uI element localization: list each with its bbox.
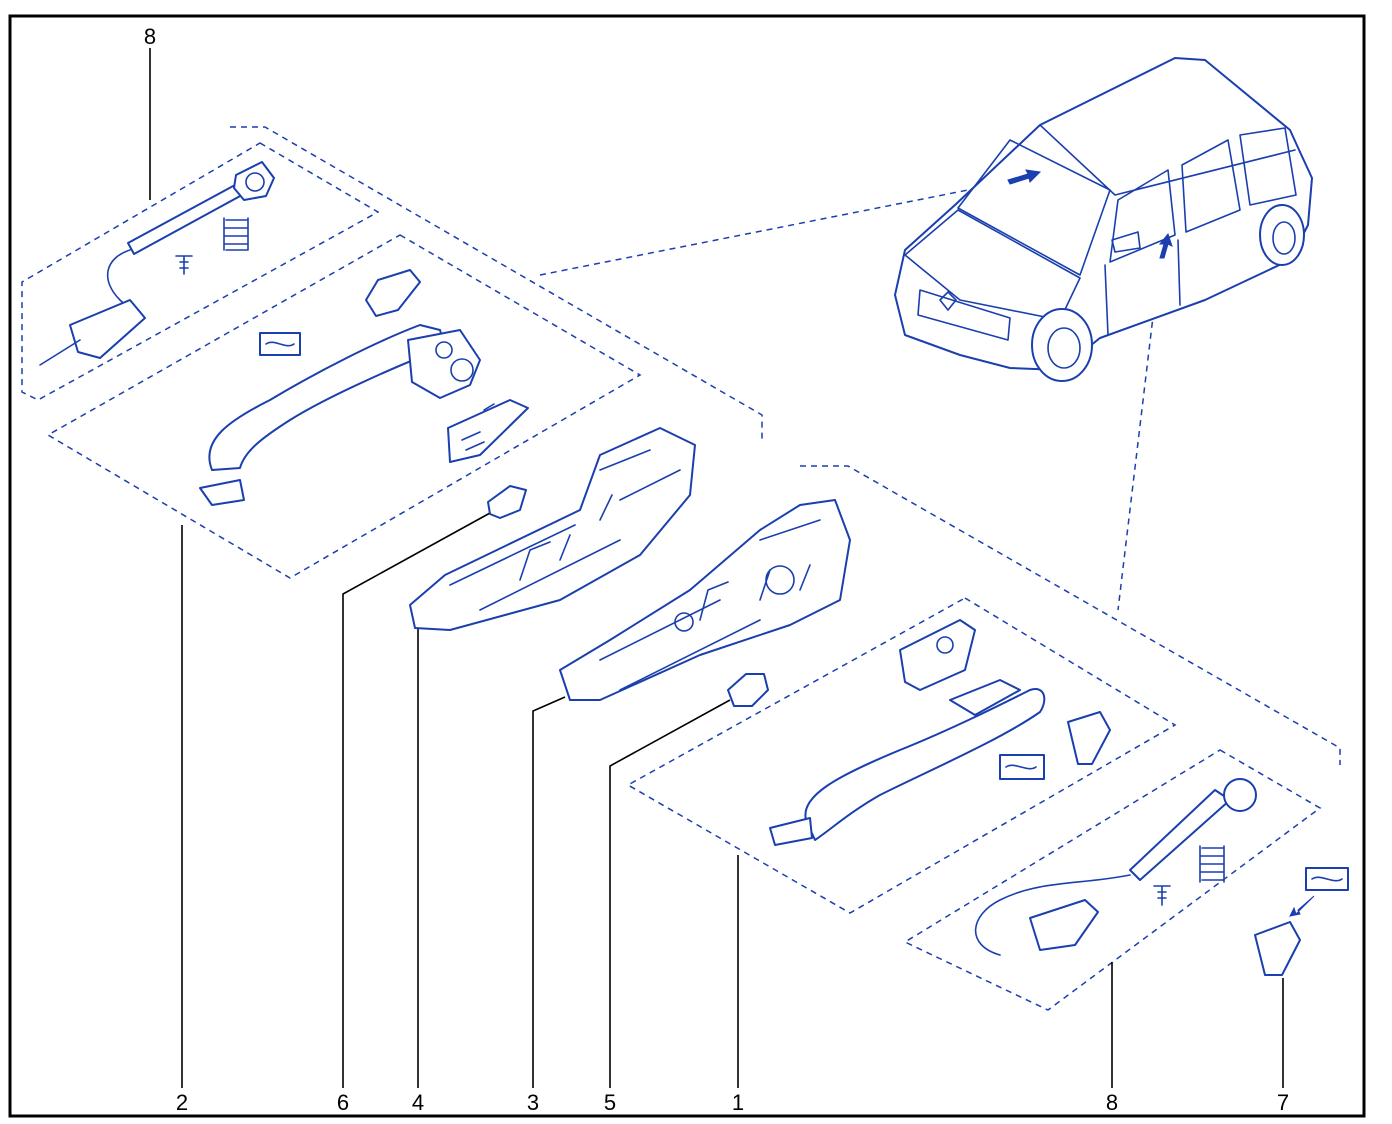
car-emblem <box>939 291 957 311</box>
frame-left-outline <box>409 427 696 631</box>
part-4-frame-left <box>409 427 696 631</box>
spring-left <box>223 217 249 251</box>
part-2-handle-kit-left <box>199 269 529 506</box>
leader-6 <box>342 512 491 1088</box>
car-rear-wheel <box>1259 204 1305 266</box>
handle-right-tab <box>769 817 813 846</box>
callout-8-bottom: 8 <box>1106 1090 1118 1115</box>
callout-2: 2 <box>176 1090 188 1115</box>
car-front-wheel-hub <box>1047 327 1081 369</box>
cap-7-arrow <box>1289 895 1315 917</box>
part-5-seal <box>727 673 769 707</box>
cap-7-body <box>1254 921 1301 976</box>
end-cap-left <box>365 269 421 317</box>
cable-lock-cylinder-right <box>1223 778 1257 812</box>
part-1-handle-kit-right <box>769 619 1111 846</box>
part-6-gasket <box>487 485 527 519</box>
cable-wire-end-left <box>39 339 81 366</box>
car-windscreen <box>957 139 1111 276</box>
frame-left-details <box>449 449 681 611</box>
label-tag-left-mark <box>265 341 295 347</box>
part-8-cable-kit-left <box>39 161 275 366</box>
part-7-cap <box>1254 867 1349 976</box>
handle-right-mount <box>949 679 1021 716</box>
handle-left-mech-wheel-b <box>435 341 453 359</box>
car-mirror <box>1111 231 1141 253</box>
outline-right-assembly <box>800 465 1341 765</box>
cable-connector-right <box>1029 899 1099 951</box>
outline-left-handle-kit <box>46 234 642 579</box>
spring-right <box>1199 845 1225 883</box>
car-body <box>894 57 1313 371</box>
callout-5: 5 <box>604 1090 616 1115</box>
callout-7: 7 <box>1277 1090 1289 1115</box>
callout-labels: 8 2 6 4 3 5 1 8 7 <box>144 24 1289 1115</box>
callout-3: 3 <box>527 1090 539 1115</box>
car-rear-window <box>1239 127 1297 206</box>
outline-left-assembly <box>230 126 763 440</box>
car-door-line <box>1104 239 1181 336</box>
frame-right-hole <box>674 612 694 632</box>
part-8-cable-kit-right <box>974 778 1257 956</box>
outline-car-link-left <box>539 189 969 276</box>
diagram-frame <box>8 14 1366 1118</box>
screw-left <box>175 255 193 275</box>
bracket-right-hole <box>936 636 954 654</box>
end-cap-right <box>1067 711 1111 765</box>
car-rear-wheel-hub <box>1272 221 1296 255</box>
outline-right-cable-kit <box>903 749 1322 1011</box>
callout-6: 6 <box>337 1090 349 1115</box>
cable-lock-cylinder-left <box>233 161 275 201</box>
outline-car-link-right <box>1117 299 1156 611</box>
frame-right-hole-b <box>765 565 795 595</box>
callout-1: 1 <box>732 1090 744 1115</box>
frame-right-details <box>599 519 821 691</box>
car-handle-marker-arrow-side <box>1158 232 1173 259</box>
car-illustration <box>894 57 1313 382</box>
handle-right <box>804 688 1046 841</box>
callout-8-top: 8 <box>144 24 156 49</box>
bracket-left <box>447 399 529 463</box>
callout-4: 4 <box>412 1090 424 1115</box>
handle-left-base <box>199 479 245 506</box>
handle-left-mech-wheel-a <box>450 358 474 382</box>
group-outlines <box>21 126 1341 1011</box>
car-roof-line <box>1039 124 1296 196</box>
car-front-wheel <box>1031 308 1093 382</box>
outline-left-cable-kit <box>21 142 380 401</box>
cable-connector-left <box>69 299 146 359</box>
handle-left-mechanism <box>407 329 481 399</box>
car-grille <box>917 289 1011 341</box>
leader-lines <box>149 48 1284 1088</box>
cable-rod-right <box>1129 789 1231 881</box>
cable-lock-face-left <box>245 172 265 192</box>
car-side-window-rear <box>1181 139 1241 233</box>
part-3-frame-right <box>559 499 851 701</box>
label-tag-right-mark <box>1005 764 1037 770</box>
cable-wire-right <box>974 874 1131 956</box>
handle-left <box>208 324 446 471</box>
leader-3 <box>532 696 566 1088</box>
label-tag-7-mark <box>1311 876 1343 882</box>
outline-right-handle-kit <box>626 597 1177 914</box>
car-handle-marker-arrow-front <box>1007 169 1042 185</box>
bracket-left-slots <box>461 403 495 451</box>
screw-right <box>1153 885 1171 906</box>
car-hood <box>904 209 1081 321</box>
bracket-right <box>899 619 976 691</box>
leader-5 <box>609 699 731 1088</box>
